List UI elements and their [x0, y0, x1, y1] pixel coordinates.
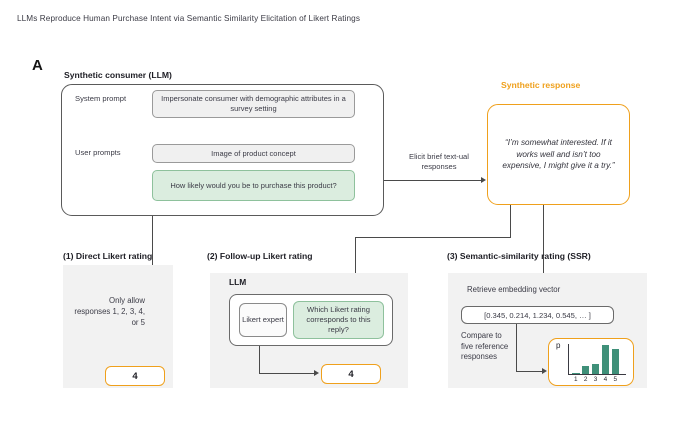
method2-question-box[interactable]: Which Likert rating corresponds to this …: [293, 301, 384, 339]
elicit-arrow-head-icon: [481, 177, 486, 184]
method2-heading: (2) Follow-up Likert rating: [207, 251, 313, 261]
chart-tick-label: 5: [613, 376, 618, 383]
user-prompts-label: User prompts: [75, 148, 121, 157]
method3-compare-label: Compare to five reference responses: [461, 331, 509, 362]
method3-heading: (3) Semantic-similarity rating (SSR): [447, 251, 591, 261]
method3-chart-connector-seg2: [516, 371, 544, 373]
connector-response-to-method2-seg2: [355, 237, 511, 239]
method1-heading: (1) Direct Likert rating: [63, 251, 153, 261]
figure-title: LLMs Reproduce Human Purchase Intent via…: [17, 14, 361, 23]
chart-bar: [601, 345, 610, 374]
chart-bar: [581, 366, 590, 374]
connector-response-to-method2-seg1: [510, 205, 512, 238]
chart-bar: [591, 364, 600, 374]
connector-response-to-method2-seg3: [355, 237, 357, 295]
chart-tick-label: 2: [583, 376, 588, 383]
connector-response-to-method3: [543, 205, 545, 305]
chart-tick-label: 1: [573, 376, 578, 383]
method1-answer: 4: [105, 366, 165, 386]
panel-letter-a: A: [32, 57, 43, 74]
method2-answer-connector-seg2: [259, 373, 316, 375]
chart-x-axis: [568, 374, 626, 376]
method3-vector-box: [0.345, 0.214, 1.234, 0.545, … ]: [461, 306, 614, 324]
user-prompt-question-box[interactable]: How likely would you be to purchase this…: [152, 170, 355, 201]
method3-chart-connector-seg1: [516, 324, 518, 372]
chart-tick-label: 4: [603, 376, 608, 383]
synthetic-consumer-heading: Synthetic consumer (LLM): [64, 70, 172, 80]
user-prompt-image-box[interactable]: Image of product concept: [152, 144, 355, 163]
system-prompt-label: System prompt: [75, 94, 127, 103]
chart-y-axis-label: p: [556, 341, 561, 350]
method3-chart-arrow-icon: [542, 368, 547, 375]
chart-bar: [611, 349, 620, 374]
method2-answer-connector-seg1: [259, 346, 261, 374]
method3-retrieve-label: Retrieve embedding vector: [467, 285, 561, 294]
synthetic-response-heading: Synthetic response: [501, 80, 581, 90]
method2-llm-label: LLM: [229, 277, 247, 287]
chart-tick-label: 3: [593, 376, 598, 383]
method2-likert-expert-box[interactable]: Likert expert: [239, 303, 287, 337]
system-prompt-box[interactable]: Impersonate consumer with demographic at…: [152, 90, 355, 118]
chart-y-axis: [568, 344, 570, 375]
synthetic-response-card: “I’m somewhat interested. If it works we…: [487, 104, 630, 205]
chart-bar: [572, 372, 580, 374]
elicit-label: Elicit brief text-ual responses: [409, 152, 469, 172]
method2-answer-arrow-icon: [314, 370, 319, 377]
method1-instruction: Only allow responses 1, 2, 3, 4, or 5: [74, 296, 145, 327]
chart-bars: [572, 344, 620, 374]
elicit-arrow-line: [384, 180, 481, 182]
method2-answer: 4: [321, 364, 381, 384]
